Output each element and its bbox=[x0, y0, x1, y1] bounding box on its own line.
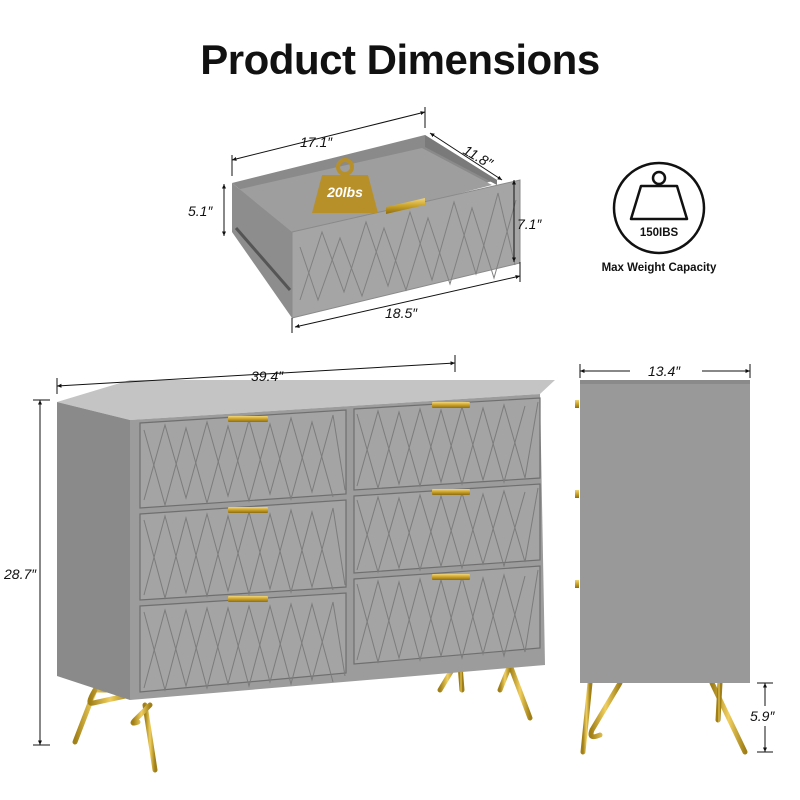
capacity-weight-label: 150IBS bbox=[640, 227, 679, 239]
drawer-dimension-lines bbox=[222, 107, 521, 333]
drawer-inner-height-label: 5.1″ bbox=[188, 203, 213, 219]
leg-height-label: 5.9″ bbox=[750, 708, 775, 724]
dresser-side-view bbox=[575, 380, 750, 755]
drawer-left-panel bbox=[232, 183, 292, 318]
dresser-handles bbox=[228, 402, 470, 602]
side-view-legs bbox=[580, 680, 748, 755]
dresser-depth-label: 13.4″ bbox=[648, 363, 681, 379]
side-panel bbox=[580, 380, 750, 683]
drawer-front-height-label: 7.1″ bbox=[517, 216, 542, 232]
drawer-load-label: 20lbs bbox=[326, 184, 363, 200]
page-title: Product Dimensions bbox=[200, 36, 600, 83]
dresser-dimension-lines bbox=[33, 355, 456, 746]
dresser-height-label: 28.7″ bbox=[3, 566, 37, 582]
dresser-front-pattern bbox=[143, 401, 539, 692]
kettlebell-icon bbox=[629, 170, 689, 221]
drawer-front-width-label: 18.5″ bbox=[385, 305, 418, 321]
dresser-front-view bbox=[57, 380, 555, 773]
side-view-handle-edges bbox=[575, 400, 579, 588]
side-view-dimension-lines bbox=[579, 361, 782, 753]
dresser-legs bbox=[72, 662, 533, 773]
capacity-caption: Max Weight Capacity bbox=[602, 262, 717, 274]
dresser-side bbox=[57, 402, 130, 700]
dresser-top bbox=[57, 380, 555, 420]
max-weight-capacity-badge: 150IBS bbox=[612, 161, 706, 255]
drawer-handle bbox=[386, 198, 425, 214]
dresser-width-label: 39.4″ bbox=[251, 368, 284, 384]
dresser-drawers bbox=[139, 397, 541, 693]
drawer-width-label: 17.1″ bbox=[300, 134, 333, 150]
